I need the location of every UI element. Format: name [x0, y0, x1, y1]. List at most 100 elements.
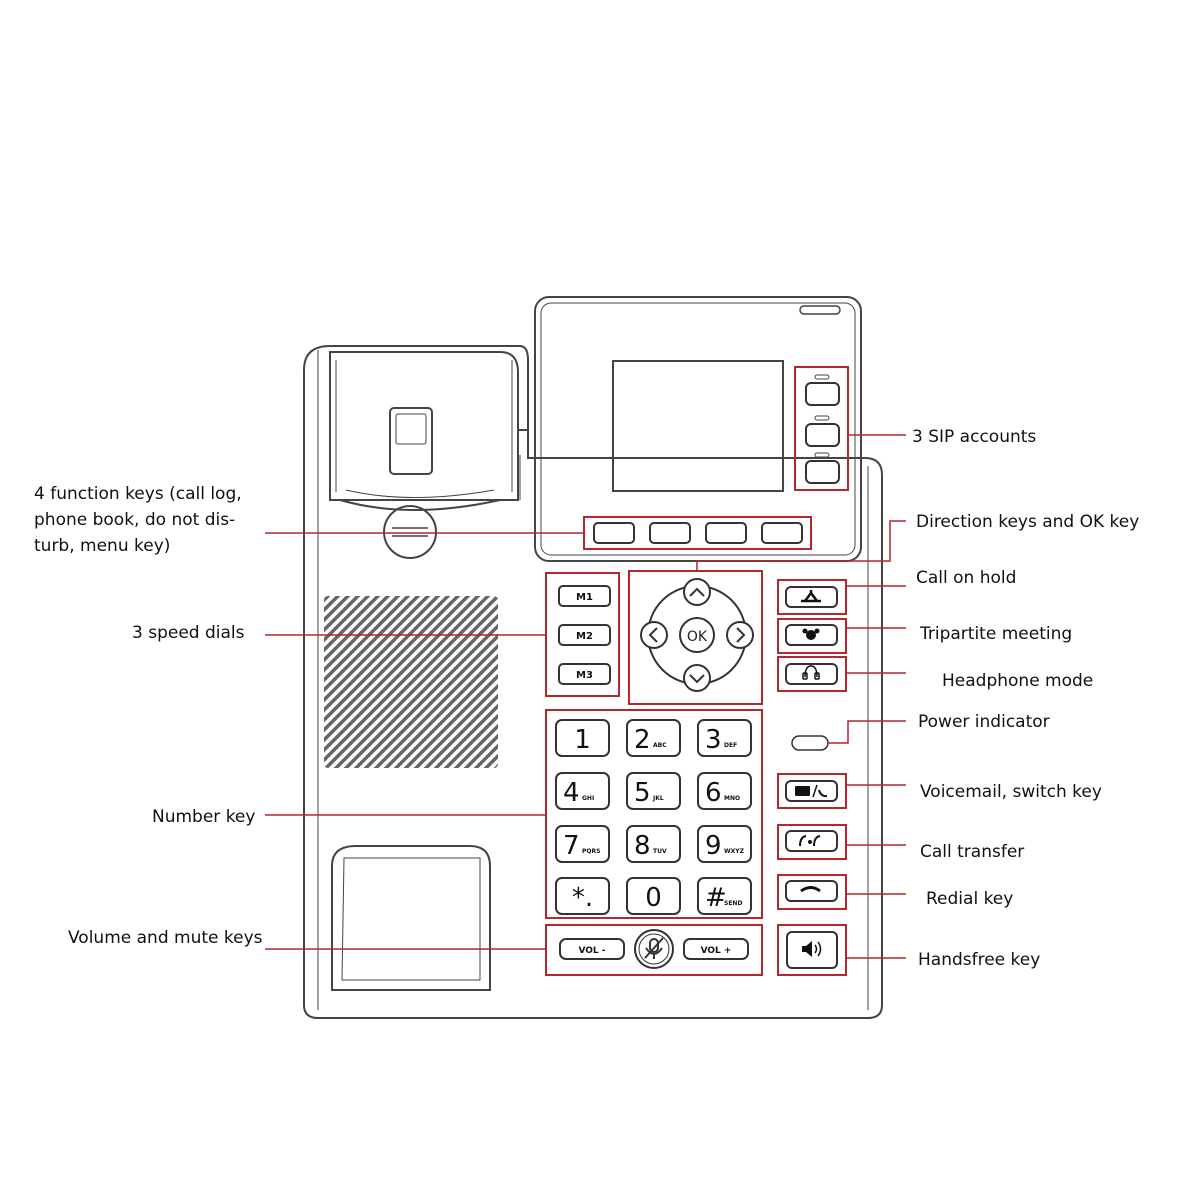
keypad-key-frame	[555, 825, 610, 863]
keypad-key-frame	[697, 719, 752, 757]
grille-line	[324, 596, 422, 768]
keypad-key-frame	[697, 772, 752, 810]
grille-line	[422, 596, 498, 768]
grille-line	[432, 596, 498, 768]
sip-key-2[interactable]	[805, 415, 840, 447]
keypad-key-frame	[626, 877, 681, 915]
keypad-key[interactable]: *.	[555, 877, 610, 915]
chevron-right-icon	[736, 627, 746, 643]
function-key-2[interactable]	[649, 522, 691, 544]
redial-button[interactable]	[785, 880, 838, 902]
keypad-key-digit: 5	[634, 778, 651, 808]
label-handsfree: Handsfree key	[918, 950, 1041, 970]
grille-line	[342, 596, 498, 768]
speed-dial-m1[interactable]: M1	[558, 585, 611, 607]
speaker-icon	[802, 941, 822, 957]
speed-dial-m2[interactable]: M2	[558, 624, 611, 646]
keypad-key[interactable]: 1	[555, 719, 610, 757]
grille-line	[324, 596, 492, 768]
mute-button[interactable]	[634, 929, 674, 969]
right-keys	[777, 579, 847, 976]
grille-line	[324, 596, 462, 768]
sip-key-1[interactable]	[805, 374, 840, 406]
transfer-button[interactable]	[785, 830, 838, 852]
grille-line	[462, 596, 498, 768]
keypad-key-digit: 3	[705, 725, 722, 755]
keypad-key-digit: *.	[572, 883, 593, 913]
label-call-transfer: Call transfer	[920, 842, 1025, 862]
speaker-button[interactable]	[786, 931, 838, 969]
grille-line	[324, 596, 392, 768]
keypad-key-frame	[555, 719, 610, 757]
keypad-key[interactable]: #SEND	[697, 877, 752, 915]
keypad-key-letters: SEND	[724, 900, 742, 907]
grille-line	[452, 596, 498, 768]
keypad-key-digit: #	[705, 883, 727, 913]
keypad-key-digit: 6	[705, 778, 722, 808]
nav-left-button[interactable]	[640, 621, 668, 649]
grille-line	[324, 596, 472, 768]
keypad-key-frame	[697, 877, 752, 915]
keypad-key-letters: JKL	[652, 795, 664, 802]
keypad-key-letters: TUV	[653, 848, 667, 855]
mic-mute-icon	[644, 937, 664, 959]
volume-down-button[interactable]: VOL -	[559, 938, 625, 960]
keypad-key-frame	[626, 772, 681, 810]
grille-line	[324, 596, 412, 768]
nav-up-button[interactable]	[683, 578, 711, 606]
grille-line	[442, 596, 498, 768]
headset-button[interactable]	[785, 663, 838, 685]
label-call-hold: Call on hold	[916, 568, 1017, 588]
hold-icon	[801, 590, 821, 603]
conference-button[interactable]	[785, 624, 838, 646]
keypad-key[interactable]: 0	[626, 877, 681, 915]
phone-body	[303, 345, 883, 1019]
keypad-key-digit: 2	[634, 725, 651, 755]
nav-right-button[interactable]	[726, 621, 754, 649]
power-indicator-led	[791, 735, 829, 751]
speed-dial-m3[interactable]: M3	[558, 663, 611, 685]
chevron-down-icon	[689, 674, 705, 684]
keypad-key-digit: 1	[574, 725, 591, 755]
redial-icon	[800, 886, 821, 893]
volume-up-label: VOL +	[701, 946, 732, 956]
label-speed-dials: 3 speed dials	[132, 623, 245, 643]
keypad-key-frame	[555, 877, 610, 915]
voicemail-button[interactable]	[785, 780, 838, 802]
handset-cradle	[329, 351, 528, 511]
speaker-grille	[324, 596, 498, 768]
grille-line	[402, 596, 498, 768]
label-function-keys: 4 function keys (call log, phone book, d…	[34, 484, 242, 556]
hook-switch	[383, 505, 437, 559]
grille-line	[382, 596, 498, 768]
lcd-screen	[612, 360, 784, 492]
grille-line	[392, 596, 498, 768]
grille-line	[324, 596, 402, 768]
speed-dial-m3-label: M3	[576, 670, 593, 681]
volume-down-label: VOL -	[578, 946, 605, 956]
handset-rest	[331, 845, 491, 991]
function-key-3[interactable]	[705, 522, 747, 544]
keypad-key-frame	[697, 825, 752, 863]
function-key-1[interactable]	[593, 522, 635, 544]
nav-down-button[interactable]	[683, 664, 711, 692]
function-key-4[interactable]	[761, 522, 803, 544]
grille-line	[324, 596, 482, 768]
keypad-key-frame	[626, 825, 681, 863]
ok-button[interactable]: OK	[679, 617, 715, 653]
grille-line	[324, 596, 498, 768]
hold-button[interactable]	[785, 586, 838, 608]
volume-up-button[interactable]: VOL +	[683, 938, 749, 960]
voicemail-icon	[795, 784, 828, 798]
sip-key-3[interactable]	[805, 452, 840, 484]
keypad-key-letters: DEF	[724, 742, 737, 749]
grille-line	[324, 596, 382, 768]
